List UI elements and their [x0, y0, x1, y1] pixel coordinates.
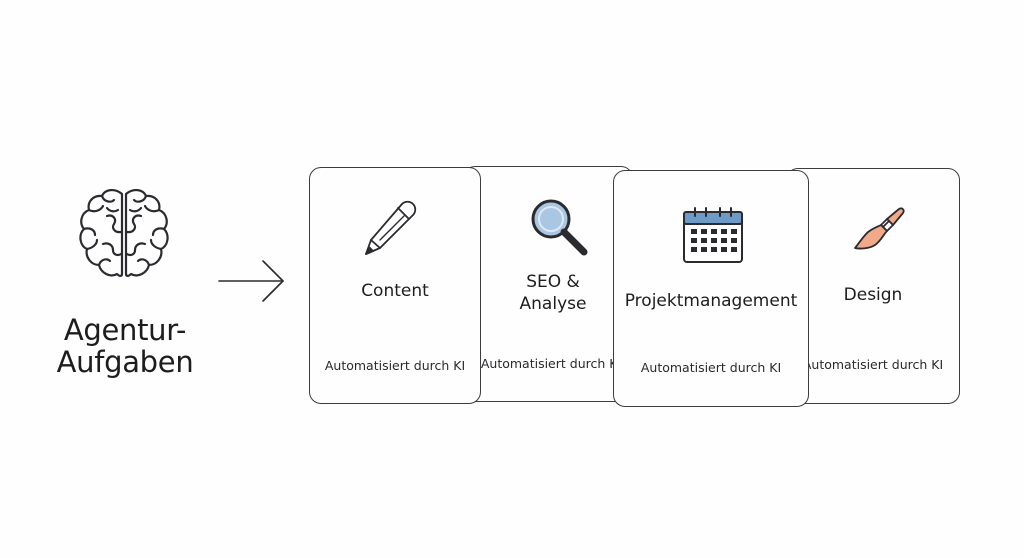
title-line-2: Aufgaben — [56, 345, 194, 379]
card-content-heading: Content — [361, 281, 429, 301]
page-title: Agentur- Aufgaben — [55, 314, 195, 378]
card-content-note: Automatisiert durch KI — [324, 358, 466, 373]
arrow-right-icon — [218, 260, 284, 302]
card-seo-analyse: SEO & Analyse Automatisiert durch KI — [463, 166, 633, 402]
card-projekt-heading: Projektmanagement — [624, 291, 798, 311]
card-seo-heading-line-2: Analyse — [519, 294, 587, 314]
card-content: Content Automatisiert durch KI — [309, 167, 481, 404]
card-seo-heading-line-1: SEO & — [526, 272, 580, 292]
card-design: Design Automatisiert durch KI — [786, 168, 960, 404]
card-projekt-note: Automatisiert durch KI — [640, 360, 782, 375]
card-seo-heading: SEO & Analyse — [464, 271, 632, 315]
brain-icon — [79, 189, 169, 277]
card-design-note: Automatisiert durch KI — [802, 357, 944, 372]
paintbrush-icon — [854, 207, 905, 250]
magnifier-icon — [531, 199, 588, 256]
calendar-icon — [683, 207, 743, 263]
pen-icon — [365, 200, 417, 255]
card-seo-note: Automatisiert durch KI — [480, 356, 622, 371]
card-projektmanagement: Projektmanagement Automatisiert durch KI — [613, 170, 809, 407]
title-line-1: Agentur- — [63, 313, 187, 347]
card-design-heading: Design — [843, 285, 903, 305]
